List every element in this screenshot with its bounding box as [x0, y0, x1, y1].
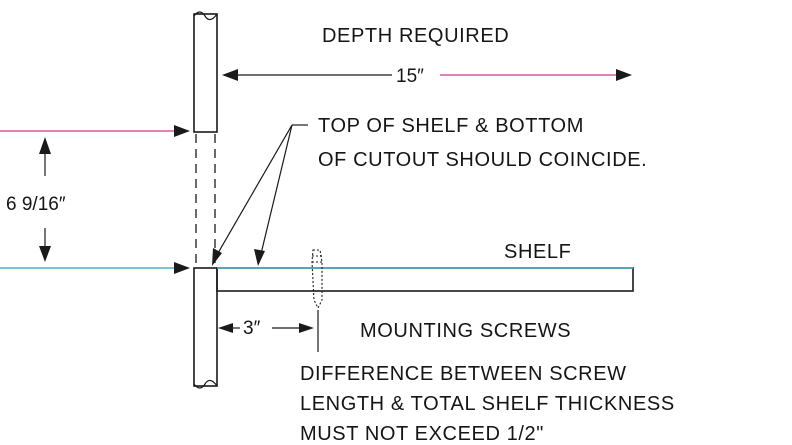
shelf-label: SHELF	[504, 241, 571, 263]
shelf-top-reference-line	[0, 262, 190, 274]
depth-required-label: DEPTH REQUIRED	[322, 25, 509, 47]
depth-value-label: 15″	[396, 66, 424, 87]
shelf-board	[216, 267, 634, 292]
height-dimension: 6 9/16″	[6, 137, 66, 262]
wall-lower-section	[193, 267, 218, 389]
cutout-top-reference-line	[0, 125, 190, 137]
height-value-label: 6 9/16″	[6, 194, 66, 215]
mounting-screw	[311, 249, 323, 310]
screw-note-line-2: LENGTH & TOTAL SHELF THICKNESS	[300, 393, 675, 415]
coincide-note-line-2: OF CUTOUT SHOULD COINCIDE.	[318, 149, 647, 171]
wall-upper-section	[193, 11, 218, 133]
screw-offset-label: 3″	[243, 318, 261, 339]
screw-note-line-1: DIFFERENCE BETWEEN SCREW	[300, 363, 627, 385]
coincide-leaders	[212, 124, 308, 266]
depth-dimension: 15″	[222, 66, 632, 87]
wall-cutout-dashed	[195, 134, 216, 268]
coincide-note-line-1: TOP OF SHELF & BOTTOM	[318, 115, 584, 137]
mounting-screws-label: MOUNTING SCREWS	[360, 320, 571, 342]
screw-note-line-3: MUST NOT EXCEED 1/2"	[300, 423, 544, 445]
screw-offset-dimension: 3″	[218, 310, 319, 352]
